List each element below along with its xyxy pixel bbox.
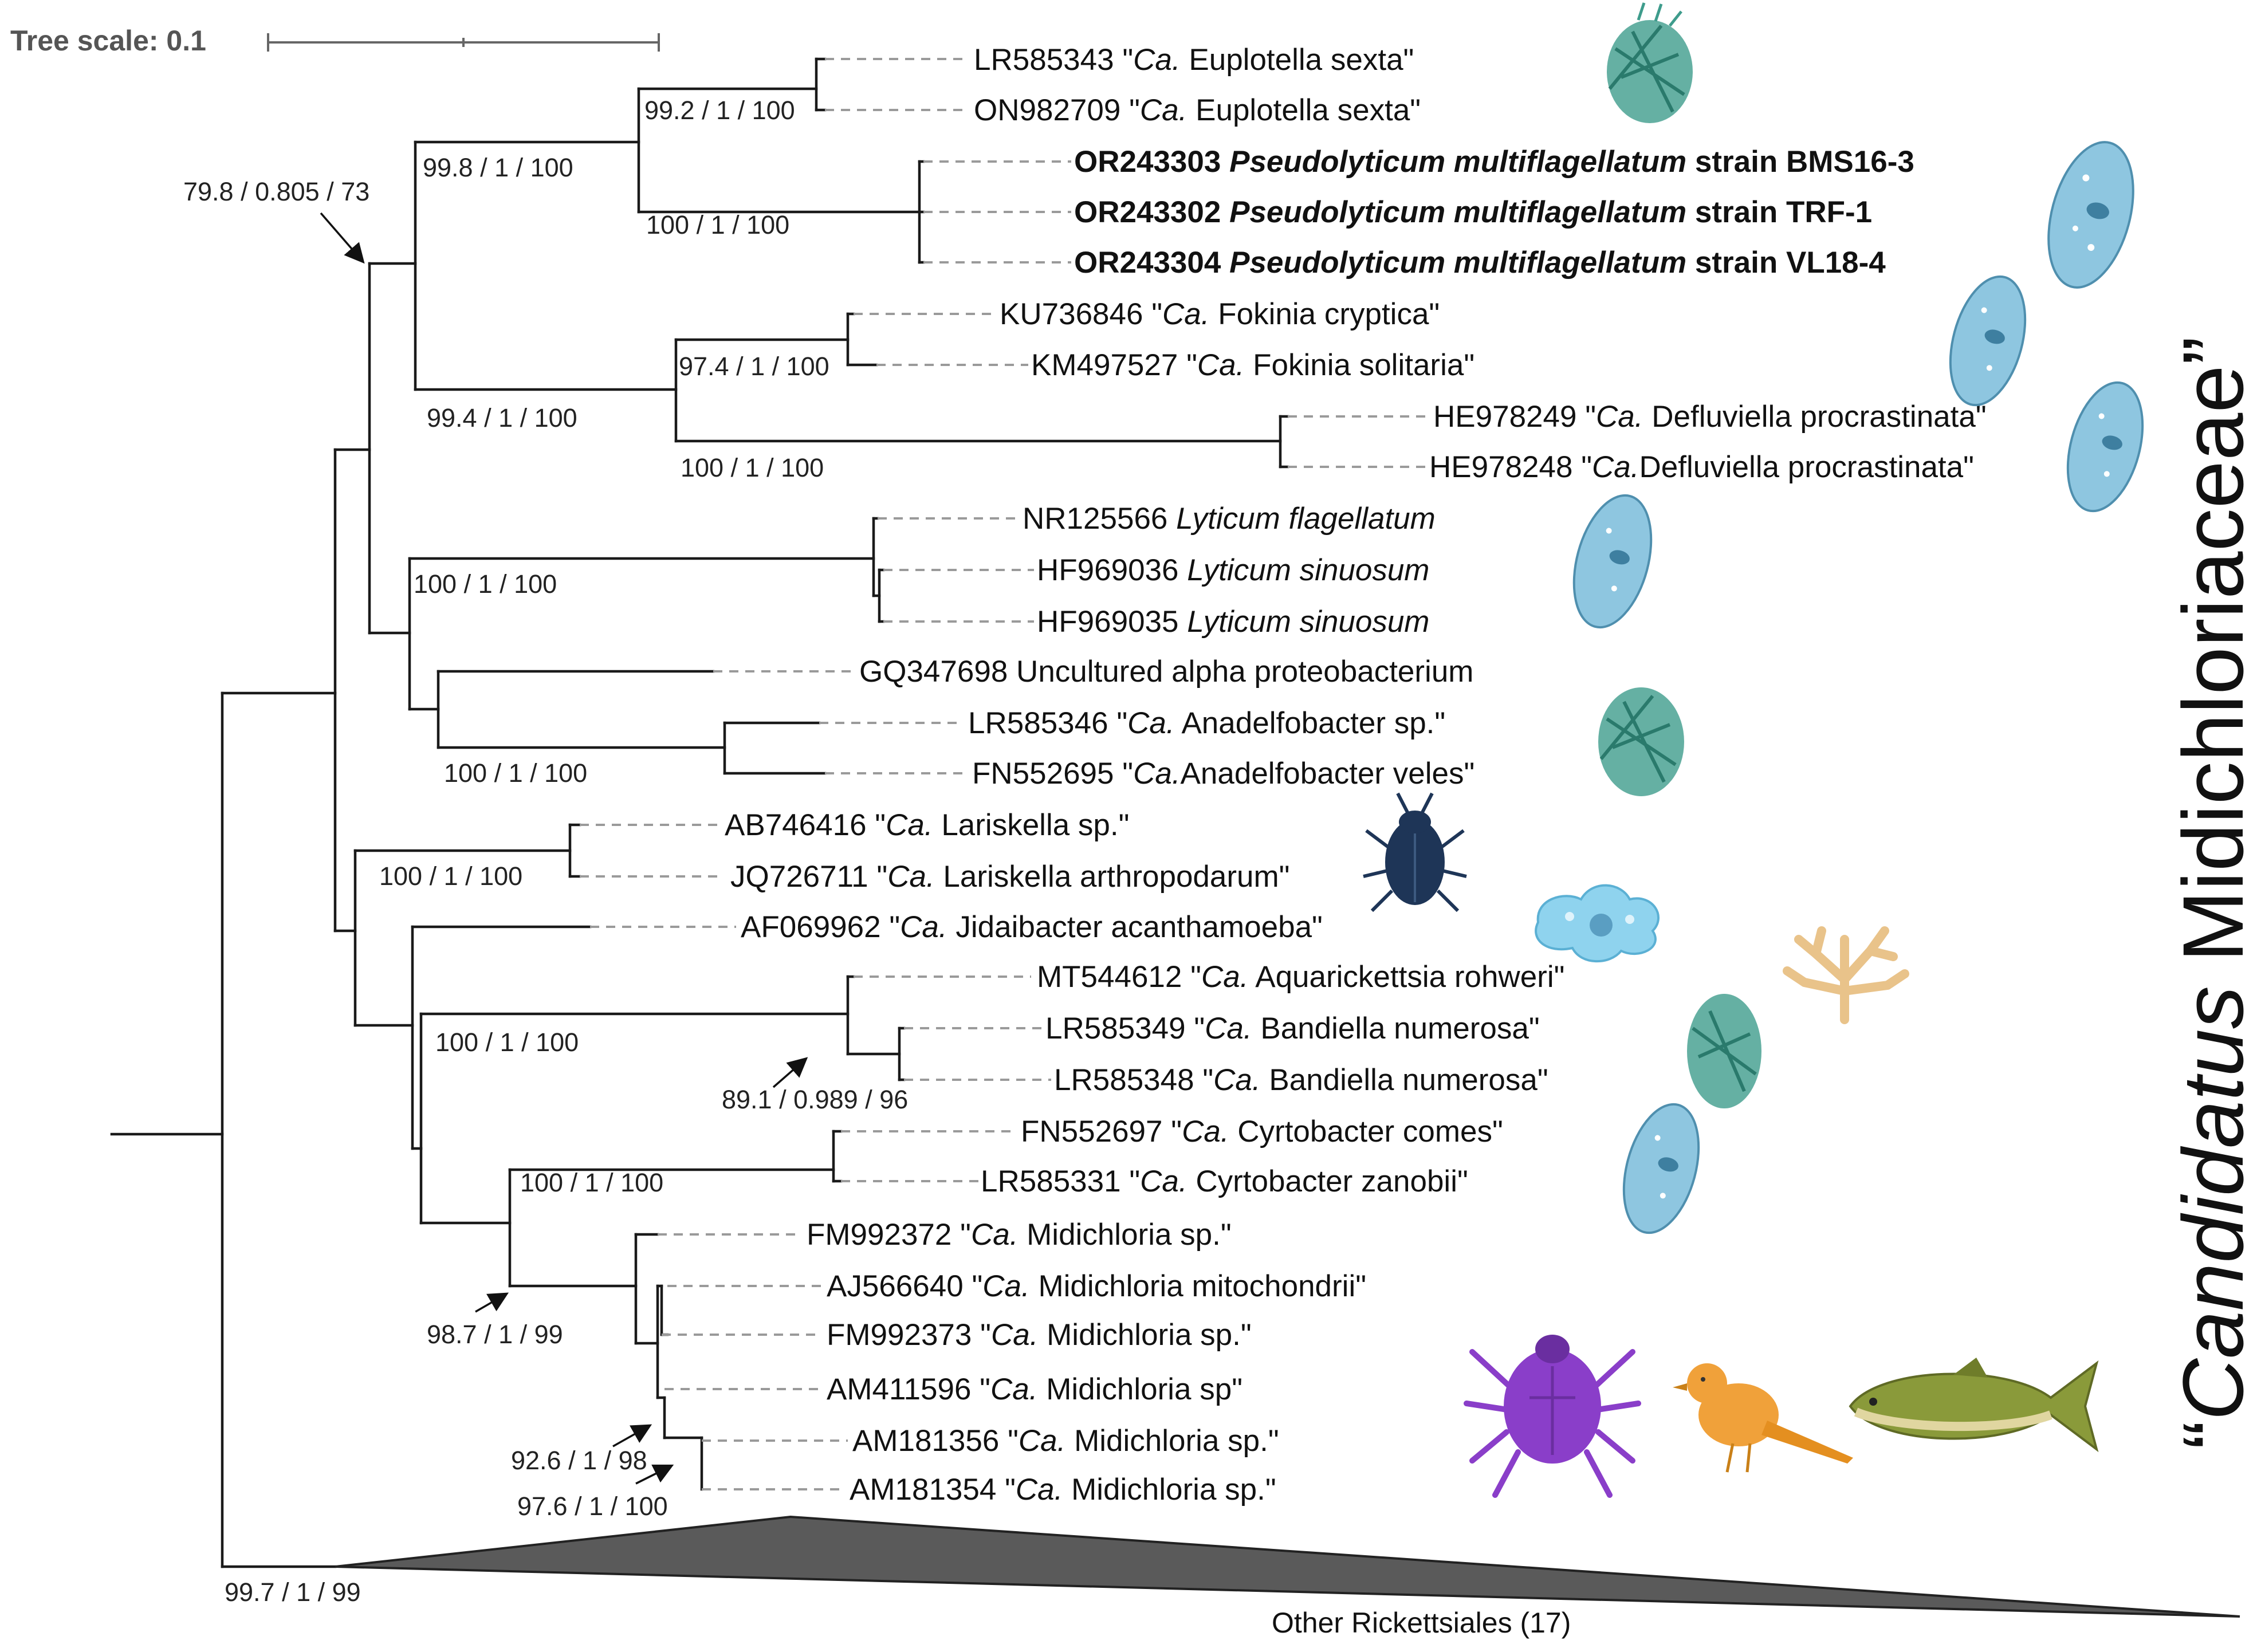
ciliate-paramecium-icon <box>1622 1103 1700 1234</box>
taxon-label: AM411596 "Ca. Midichloria sp" <box>827 1372 1242 1406</box>
taxon-label: FN552695 "Ca.Anadelfobacter veles" <box>972 757 1474 790</box>
taxon-label: LR585343 "Ca. Euplotella sexta" <box>974 43 1414 77</box>
taxon-label: AB746416 "Ca. Lariskella sp." <box>725 808 1129 842</box>
taxon-label: JQ726711 "Ca. Lariskella arthropodarum" <box>730 860 1289 894</box>
ciliate-paramecium-icon <box>1572 494 1653 629</box>
taxon-label: NR125566 Lyticum flagellatum <box>1023 502 1436 536</box>
taxon-label: HE978249 "Ca. Defluviella procrastinata" <box>1433 400 1987 434</box>
leader-lines <box>580 58 1429 1490</box>
taxon-label: OR243304 Pseudolyticum multiflagellatum … <box>1074 246 1886 280</box>
taxon-label: HE978248 "Ca.Defluviella procrastinata" <box>1429 450 1974 484</box>
coral-icon <box>1783 926 1909 1024</box>
taxon-label: AF069962 "Ca. Jidaibacter acanthamoeba" <box>741 910 1323 944</box>
taxon-label: LR585349 "Ca. Bandiella numerosa" <box>1045 1012 1540 1045</box>
support-value: 89.1 / 0.989 / 96 <box>722 1085 908 1114</box>
tick-icon <box>1464 1335 1641 1498</box>
taxon-label: HF969036 Lyticum sinuosum <box>1037 553 1429 587</box>
support-value: 100 / 1 / 100 <box>681 453 824 482</box>
support-value: 92.6 / 1 / 98 <box>511 1446 647 1475</box>
ciliate-euplotes-icon <box>1687 994 1761 1108</box>
taxon-labels: LR585343 "Ca. Euplotella sexta" ON982709… <box>725 43 1987 1507</box>
support-value: 100 / 1 / 100 <box>379 862 522 891</box>
taxon-label: FN552697 "Ca. Cyrtobacter comes" <box>1021 1115 1503 1148</box>
support-value: 99.7 / 1 / 99 <box>225 1578 361 1607</box>
taxon-label: LR585346 "Ca. Anadelfobacter sp." <box>968 706 1445 740</box>
tree-scale: Tree scale: 0.1 <box>10 25 660 57</box>
support-value: 100 / 1 / 100 <box>646 210 789 239</box>
collapsed-clade-triangle <box>335 1515 2240 1618</box>
ciliate-euplotes-icon <box>1607 2 1693 123</box>
collapsed-clade: Other Rickettsiales (17) <box>335 1515 2240 1639</box>
tree-scale-label: Tree scale: 0.1 <box>10 25 206 57</box>
tree-branches <box>110 57 1289 1568</box>
support-value: 97.6 / 1 / 100 <box>517 1492 668 1521</box>
support-values: 99.2 / 1 / 100 99.8 / 1 / 100 100 / 1 / … <box>183 96 908 1607</box>
collapsed-clade-label: Other Rickettsiales (17) <box>1272 1607 1571 1639</box>
support-value: 100 / 1 / 100 <box>444 758 587 788</box>
taxon-label: OR243302 Pseudolyticum multiflagellatum … <box>1074 195 1872 229</box>
ciliate-paramecium-icon <box>2066 381 2144 513</box>
taxon-label: AM181356 "Ca. Midichloria sp." <box>852 1424 1279 1458</box>
bird-icon <box>1673 1363 1853 1473</box>
support-value: 100 / 1 / 100 <box>435 1028 579 1057</box>
support-value: 100 / 1 / 100 <box>520 1168 663 1197</box>
support-value: 79.8 / 0.805 / 73 <box>183 177 369 206</box>
ciliate-paramecium-icon <box>2047 141 2134 289</box>
family-label: “Candidatus Midichloriaceae” <box>2165 336 2261 1449</box>
support-value: 98.7 / 1 / 99 <box>427 1320 563 1349</box>
support-value: 99.2 / 1 / 100 <box>644 96 795 125</box>
taxon-label: MT544612 "Ca. Aquarickettsia rohweri" <box>1037 960 1564 994</box>
support-arrows <box>320 212 808 1485</box>
support-value: 99.4 / 1 / 100 <box>427 403 577 432</box>
taxon-label: HF969035 Lyticum sinuosum <box>1037 605 1429 639</box>
support-value: 99.8 / 1 / 100 <box>423 153 573 182</box>
stink-bug-icon <box>1363 792 1467 912</box>
taxon-label: LR585348 "Ca. Bandiella numerosa" <box>1054 1063 1548 1097</box>
amoeba-icon <box>1535 884 1660 963</box>
host-icons <box>1363 2 2144 1498</box>
taxon-label: AJ566640 "Ca. Midichloria mitochondrii" <box>827 1269 1366 1303</box>
taxon-label: KM497527 "Ca. Fokinia solitaria" <box>1031 348 1474 382</box>
taxon-label: AM181354 "Ca. Midichloria sp." <box>850 1473 1276 1507</box>
ciliate-euplotes-icon <box>1598 687 1684 796</box>
fish-icon <box>1849 1358 2099 1453</box>
taxon-label: FM992372 "Ca. Midichloria sp." <box>807 1218 1232 1252</box>
taxon-label: LR585331 "Ca. Cyrtobacter zanobii" <box>981 1165 1468 1198</box>
taxon-label: GQ347698 Uncultured alpha proteobacteriu… <box>859 655 1473 689</box>
support-value: 100 / 1 / 100 <box>414 569 557 599</box>
ciliate-paramecium-icon <box>1949 275 2027 407</box>
taxon-label: OR243303 Pseudolyticum multiflagellatum … <box>1074 145 1914 179</box>
support-value: 97.4 / 1 / 100 <box>679 352 829 381</box>
taxon-label: KU736846 "Ca. Fokinia cryptica" <box>1000 297 1440 331</box>
taxon-label: ON982709 "Ca. Euplotella sexta" <box>974 93 1421 127</box>
taxon-label: FM992373 "Ca. Midichloria sp." <box>827 1318 1252 1352</box>
